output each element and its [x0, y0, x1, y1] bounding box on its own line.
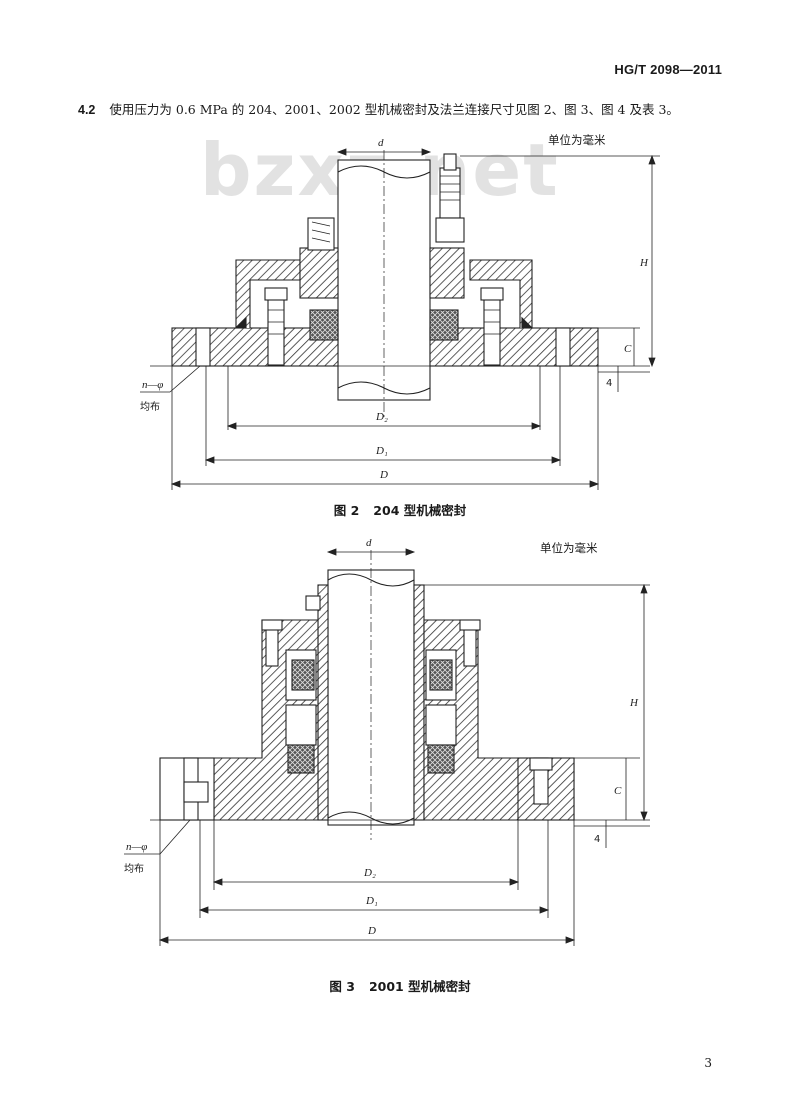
fig2-label-H: H: [639, 257, 649, 269]
fig3-label-d: d: [366, 537, 372, 549]
fig2-label-4: 4: [606, 378, 612, 389]
fig3-label-D2: D₂: [363, 867, 376, 879]
page-number: 3: [704, 1056, 712, 1070]
fig2-label-D: D: [379, 469, 388, 481]
clause-body: 使用压力为 0.6 MPa 的 204、2001、2002 型机械密封及法兰连接…: [109, 102, 679, 117]
fig2-label-even: 均布: [140, 401, 160, 413]
fig2-drawing: d H C 4 D₂ D₁ D n—φ 均布: [140, 137, 660, 490]
standard-number: HG/T 2098—2011: [614, 62, 722, 77]
fig3-label-H: H: [629, 697, 639, 709]
fig2-unit-note: 单位为毫米: [548, 133, 606, 147]
fig3-label-4: 4: [594, 834, 600, 845]
fig3-caption-text: 2001 型机械密封: [368, 979, 471, 994]
fig3-label-nphi: n—φ: [126, 841, 147, 853]
fig2-label-d: d: [378, 137, 384, 149]
fig3-caption-label: 图 3: [329, 979, 355, 994]
fig2-label-D1: D₁: [375, 445, 388, 457]
fig3-label-C: C: [614, 785, 622, 797]
fig3-unit-note: 单位为毫米: [540, 541, 598, 555]
fig3-drawing: d H C 4 D₂ D₁ D n—φ 均布: [124, 537, 650, 946]
fig2-label-D2: D₂: [375, 411, 388, 423]
clause-number: 4.2: [78, 103, 96, 117]
fig3-label-D1: D₁: [365, 895, 378, 907]
fig3-label-D: D: [367, 925, 376, 937]
clause-text: 4.2 使用压力为 0.6 MPa 的 204、2001、2002 型机械密封及法…: [78, 99, 679, 118]
fig2-caption-label: 图 2: [333, 503, 360, 518]
fig2-label-nphi: n—φ: [142, 379, 163, 391]
fig3-caption: 图 3 2001 型机械密封: [0, 976, 800, 995]
fig2-label-C: C: [624, 343, 632, 355]
fig2-caption: 图 2 204 型机械密封: [0, 500, 800, 519]
fig2-caption-text: 204 型机械密封: [373, 503, 467, 518]
fig3-label-even: 均布: [124, 863, 144, 875]
